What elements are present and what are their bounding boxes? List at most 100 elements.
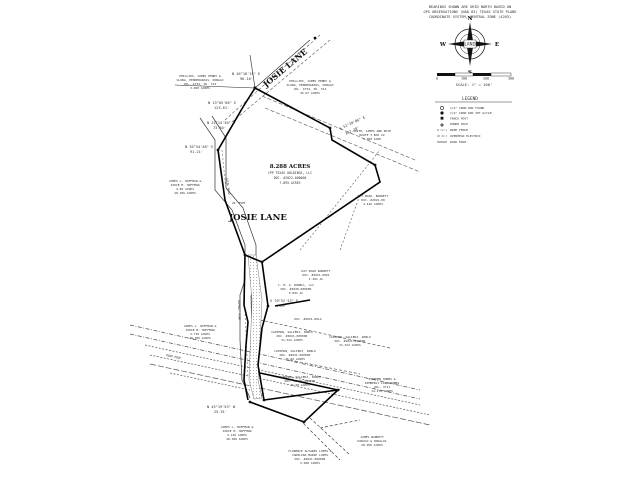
adjoiner-line: PHILLIPS, JAMES PENNY & — [289, 79, 331, 83]
bearing-label: N 13°05'06" E — [208, 101, 236, 105]
bearing-label: S 70°52'43" E — [270, 299, 298, 303]
distance-label: 91.21' — [190, 150, 203, 154]
distance-label: 25.51' — [214, 410, 227, 414]
distance-label: 4.09' — [276, 304, 287, 308]
adjoiner-line: 31.012 ACRES — [339, 343, 361, 347]
road-name-middle: JOSIE LANE — [228, 213, 287, 223]
adjoiner-line: CAPSMAN, SALIERI, PABLO — [279, 375, 321, 379]
legend: LEGEND 1/2" IRON ROD FOUND 1/2" IRON ROD… — [435, 96, 512, 144]
iron-rod-marker — [336, 388, 340, 392]
tract-boundary — [217, 87, 381, 423]
road-arms — [174, 39, 361, 461]
north-arrow-compass: LAND N S E W — [439, 16, 499, 76]
iron-rod-found-symbol — [440, 106, 444, 110]
adjoiner-line: DOC. #2021-000000 — [277, 334, 308, 338]
adjoiner-note: JAMES BARRETT HAROLD & DOUGLAS 28.956 AC… — [358, 435, 387, 447]
adjoiner-labels: PHILLIPS, JAMES PENNY & SLUNG, PENDERGRA… — [169, 74, 400, 465]
adjoiner-line: 36.50 ACRES — [285, 357, 305, 361]
legend-title: LEGEND — [462, 96, 478, 102]
adjoiner-line: JAMES BARRETT — [360, 435, 384, 439]
distance-label: 73.84' — [213, 126, 226, 130]
adjoiner-line: PHILLIPS, JAMES PENNY & — [179, 74, 221, 78]
adjoiner-line: 4.84 ACRES — [176, 187, 194, 191]
adjoiner-line: HAROLD & DOUGLAS — [358, 439, 387, 443]
adjoiner-line: DOC. #2021-000000 — [280, 353, 311, 357]
adjoiner-line: FLORENCE ALVARES LOPES & — [288, 449, 332, 453]
legend-item: OVERHEAD ELECTRIC — [450, 134, 481, 138]
adjoiner-line: 45.07 ACRES — [300, 91, 320, 95]
adjoiner-line: DAY ROAD, BARRETT — [358, 194, 389, 198]
line-label: 20' ESMT — [232, 201, 246, 205]
adjoiner-line: SLUNG, PENDERGRASS, DONALD — [287, 83, 334, 87]
adjoiner-line: 48.306 ACRES — [189, 336, 211, 340]
adjoiner-note: C. M. A. ROWELL, LLC DOC. #2020-000000 6… — [278, 283, 314, 295]
iron-rod-marker — [243, 253, 247, 257]
adjoiner-line: 1.000 ACRE — [363, 137, 381, 141]
bearing-label: N 46°18'15" E — [232, 72, 260, 76]
adjoiner-note: STEPHEN HOBBS & KIMBERLY LOAN HOBBS VOL.… — [365, 377, 400, 393]
adjoiner-line: 28.956 ACRES — [361, 443, 383, 447]
iron-rod-marker — [248, 400, 252, 404]
adjoiner-line: JODIE M. HOFFMAN — [171, 183, 200, 187]
adjoiner-note: CAPSMAN, SALIERI, PABLO DOC. #2021-00000… — [329, 335, 371, 347]
adjoiner-line: JAMES L. HOFFMAN & — [221, 425, 254, 429]
scale-tick: 300 — [508, 77, 514, 81]
adjoiner-line: 31.012 ACRES — [281, 338, 303, 342]
iron-rod-marker — [313, 36, 317, 40]
adjoiner-note: CAPSMAN, SALIERI, PABLO DOC. #2021-00000… — [274, 349, 316, 361]
monuments — [216, 36, 377, 424]
scale-label: SCALE: 1" = 100' — [456, 82, 493, 87]
adjoiner-line: 16.50 ACRES — [290, 383, 310, 387]
adjoiner-line: KIMBERLY LOAN HOBBS — [365, 381, 400, 385]
bearing-labels: N 46°18'15" E 96.16' N 13°05'06" E 123.6… — [185, 72, 366, 414]
distance-label: 96.16' — [240, 77, 253, 81]
legend-item: ROAD EDGE — [450, 140, 466, 144]
adjoiner-line: CAPSMAN, SALIERI, PABLO — [274, 349, 316, 353]
adjoiner-line: 3.000 ACRES — [190, 86, 210, 90]
header-note: BEARINGS SHOWN ARE GRID NORTH BASED ON G… — [423, 5, 516, 19]
adjoiner-line: SMITH, JAMES AND RUTH — [353, 129, 391, 133]
adjoiner-line: ROUTE 3 BOX 22 — [359, 133, 384, 137]
adjoiner-note: FLORENCE ALVARES LOPES & CAROLINA MARIE … — [288, 449, 332, 465]
line-label: LOCAL ROAD — [225, 178, 231, 196]
line-labels: LOCAL ROAD 20' ESMT ASPHALT ROAD ROAD ED… — [166, 178, 246, 361]
adjoiner-line: JAMES L. HOFFMAN & — [169, 179, 202, 183]
adjoiner-line: 5.000 ACRES — [300, 461, 320, 465]
iron-rod-marker — [302, 420, 306, 424]
scale-tick: 0 — [436, 77, 438, 81]
tract-area: 7.895 ACRES — [279, 181, 300, 185]
adjoiner-line: DOC. #2021-000000 — [285, 379, 316, 383]
header-note-line: GPS OBSERVATIONS (NAD 83) TEXAS STATE PL… — [423, 10, 516, 14]
adjoiner-line: DOC. #2021-0014 — [294, 317, 321, 321]
legend-item: WIRE FENCE — [450, 128, 468, 132]
tract-label: 8.288 ACRES CPP TEXAS HOLDINGS, LLC DOC.… — [268, 164, 312, 185]
adjoiner-note: PHILLIPS, JAMES PENNY & SLUNG, PENDERGRA… — [177, 74, 224, 90]
adjoiner-note: JAMES L. HOFFMAN & JODIE M. HOFFMAN 3.14… — [221, 425, 254, 441]
adjoiner-line: DOC. #2021-000000 — [295, 457, 326, 461]
adjoiner-line: JAMES L. HOFFMAN & — [184, 324, 217, 328]
compass-east: E — [495, 42, 499, 48]
bearing-label: N 45°19'53" W — [207, 405, 236, 409]
adjoiner-note: CAPSMAN, SALIERI, PABLO DOC. #2021-00000… — [279, 375, 321, 387]
header-note-line: BEARINGS SHOWN ARE GRID NORTH BASED ON — [429, 5, 511, 9]
scale-tick: 200 — [483, 77, 489, 81]
adjoiner-line: JODIE M. HOFFMAN — [223, 429, 252, 433]
adjoiner-line: DOC. #2021-00 — [361, 198, 385, 202]
compass-center-label: LAND — [464, 42, 475, 47]
line-label: ROAD EDGE — [166, 353, 182, 360]
legend-item: POWER POLE — [450, 122, 468, 126]
adjoiner-line: 6.001 AC — [289, 291, 304, 295]
legend-item: 1/2" IRON ROD FOUND — [450, 106, 485, 110]
iron-rod-marker — [266, 304, 270, 308]
adjoiner-line: 48.306 ACRES — [174, 191, 196, 195]
fence-post-symbol — [440, 116, 444, 120]
adjoiner-note: DAY ROAD, BARRETT DOC. #2021-00 4.446 AC… — [358, 194, 389, 206]
adjoiner-line: VOL. 4734, PG. 512 — [294, 87, 327, 91]
adjoiner-line: 48.306 ACRES — [226, 437, 248, 441]
legend-item: FENCE POST — [450, 117, 468, 121]
adjoiner-line: 4.446 ACRES — [363, 202, 383, 206]
adjoiner-line: DAY ROAD BARRETT — [302, 269, 331, 273]
adjoiner-line: SLUNG, PENDERGRASS, DONALD — [177, 78, 224, 82]
adjoiner-note: PHILLIPS, JAMES PENNY & SLUNG, PENDERGRA… — [287, 79, 334, 95]
